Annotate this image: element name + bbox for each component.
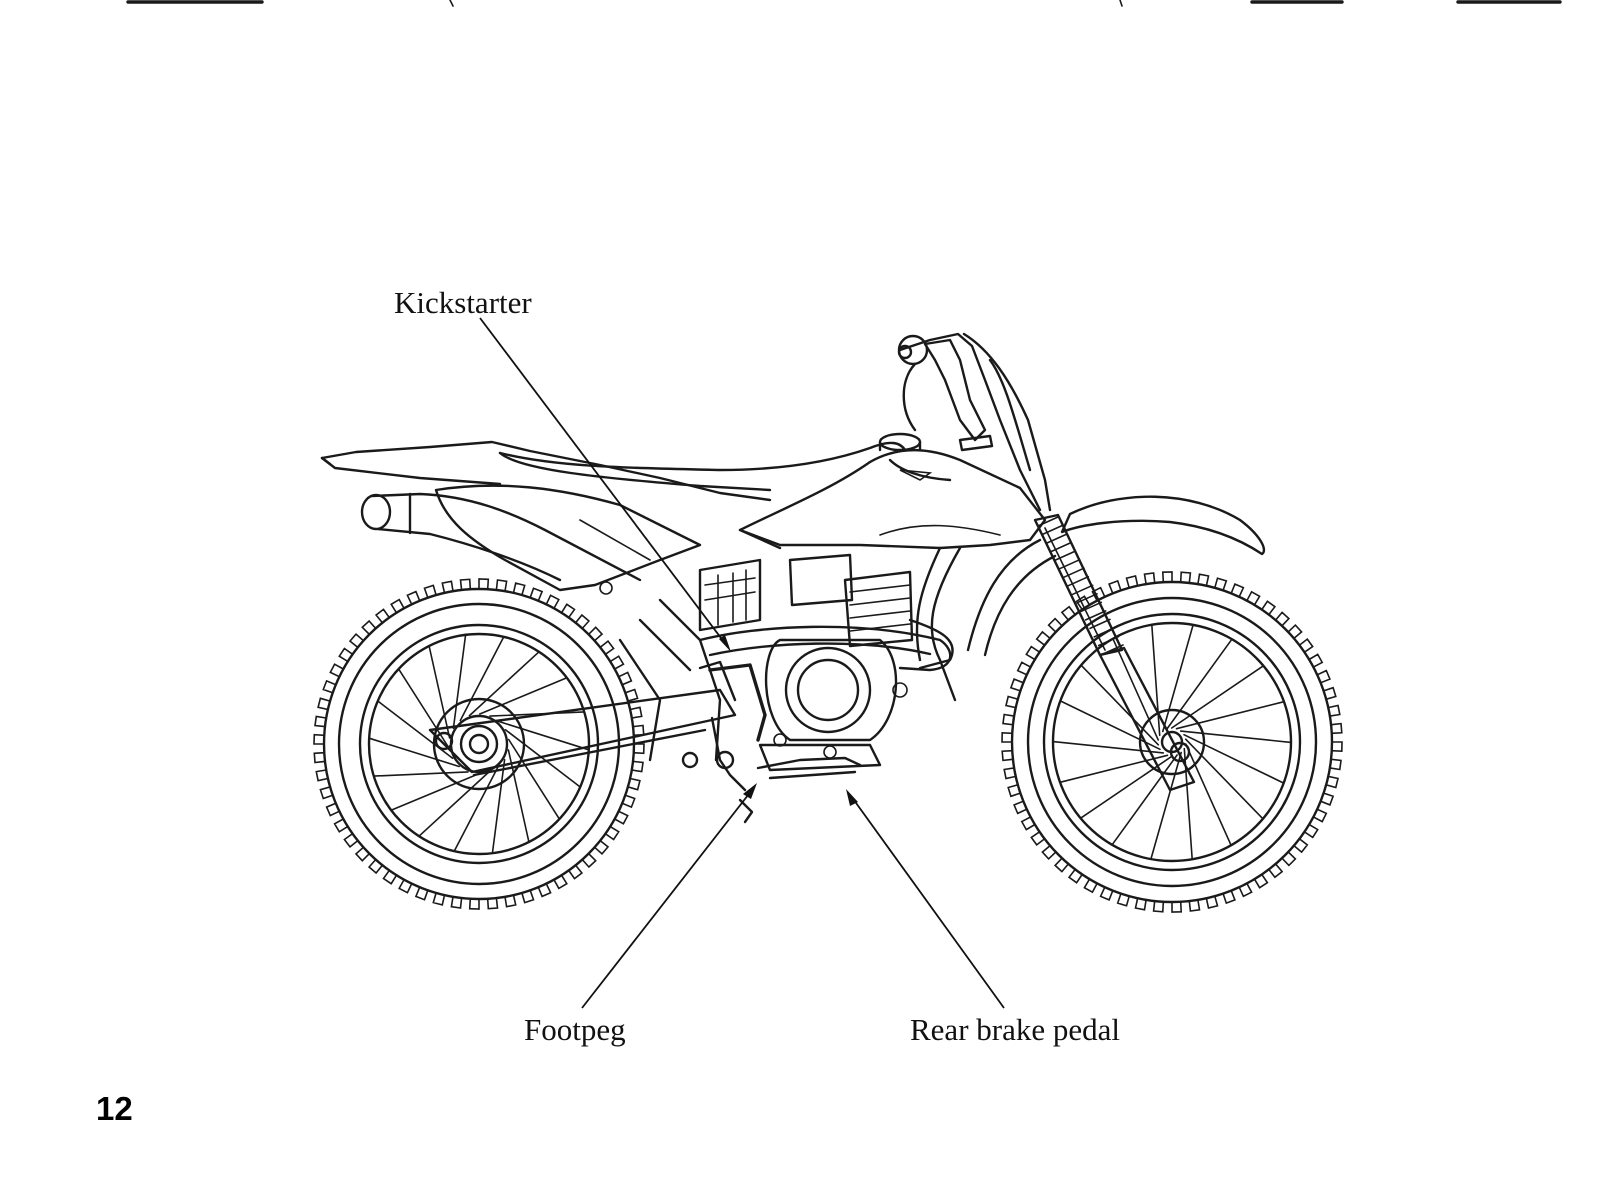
tire-tread: [1001, 571, 1343, 913]
wheel-spoke: [372, 771, 469, 777]
fork-boot-rib: [1089, 618, 1111, 630]
side-panel: [434, 484, 702, 595]
wheel-spoke: [453, 766, 499, 853]
tire-tread: [313, 578, 645, 910]
fork-boot-rib: [1058, 558, 1081, 570]
wheel-spoke: [1150, 751, 1182, 860]
wheel-spoke: [498, 720, 590, 751]
fork-boot-rib: [1071, 584, 1094, 596]
fork-boot-rib: [1045, 533, 1068, 544]
wheel-spoke: [1059, 754, 1169, 784]
fuel-tank: [738, 432, 1047, 550]
fork-boot-rib: [1093, 627, 1116, 638]
swingarm: [428, 688, 737, 777]
footpeg-assembly: [681, 716, 862, 824]
fork-boot-rib: [1080, 601, 1103, 613]
wheel-spoke: [1111, 754, 1178, 846]
wheel-spoke: [1185, 743, 1232, 847]
fork-boot-rib: [1076, 592, 1098, 604]
wheel-spoke: [1080, 664, 1160, 746]
fork-boot-rib: [1041, 524, 1064, 536]
wheel-spoke: [1170, 664, 1265, 729]
callout-leaders: [479, 317, 1005, 1009]
exhaust-muffler: [360, 492, 642, 582]
wheel-spoke: [507, 749, 530, 843]
wheel-spoke: [452, 633, 467, 730]
wheel-spoke: [1052, 740, 1165, 754]
fork-boot-rib: [1097, 635, 1120, 647]
front-fork: [1033, 513, 1196, 792]
wheel-spoke: [418, 771, 490, 838]
kickstarter-lever: [698, 660, 767, 742]
fork-boot-rib: [1084, 610, 1107, 621]
wheel-spoke: [1151, 623, 1161, 737]
kickstarter-label: Kickstarter: [394, 285, 532, 320]
wheel-spoke: [491, 758, 506, 855]
wheel-spoke: [1166, 638, 1233, 730]
page-number: 12: [96, 1090, 133, 1127]
handlebar: [897, 332, 1052, 512]
fork-boot-rib: [1063, 567, 1085, 579]
wheel-spoke: [368, 737, 460, 768]
wheel-spoke: [1162, 624, 1194, 733]
exhaust-pipe: [698, 625, 952, 672]
wheel-spoke: [1183, 733, 1285, 784]
footpeg-label: Footpeg: [524, 1012, 626, 1047]
fork-boot-rib: [1054, 550, 1077, 561]
rear-brake-pedal-label: Rear brake pedal: [910, 1012, 1120, 1047]
wheel-spoke: [428, 645, 451, 739]
wheel-spoke: [489, 711, 586, 717]
rear-fender: [320, 440, 772, 502]
fork-boot-rib: [1037, 516, 1059, 527]
seat: [498, 441, 907, 492]
fork-boot-rib: [1050, 541, 1072, 553]
wheel-spoke: [504, 728, 582, 788]
fork-boot-rib: [1067, 575, 1090, 587]
front-fender: [966, 495, 1266, 657]
wheel-spoke: [1179, 730, 1292, 744]
wheel-spoke: [478, 676, 568, 715]
rear-wheel: [313, 578, 645, 910]
wheel-spoke: [507, 738, 561, 820]
wheel-spoke: [1112, 637, 1159, 741]
engine: [698, 553, 954, 772]
wheel-spoke: [459, 635, 505, 722]
wheel-spoke: [397, 668, 451, 750]
header-rules: [126, 0, 1562, 7]
wheel-spoke: [468, 650, 540, 717]
front-wheel: [1001, 571, 1343, 913]
wheel-spoke: [1175, 700, 1285, 730]
wheel-spoke: [390, 773, 480, 812]
wheel-spoke: [1184, 738, 1264, 820]
